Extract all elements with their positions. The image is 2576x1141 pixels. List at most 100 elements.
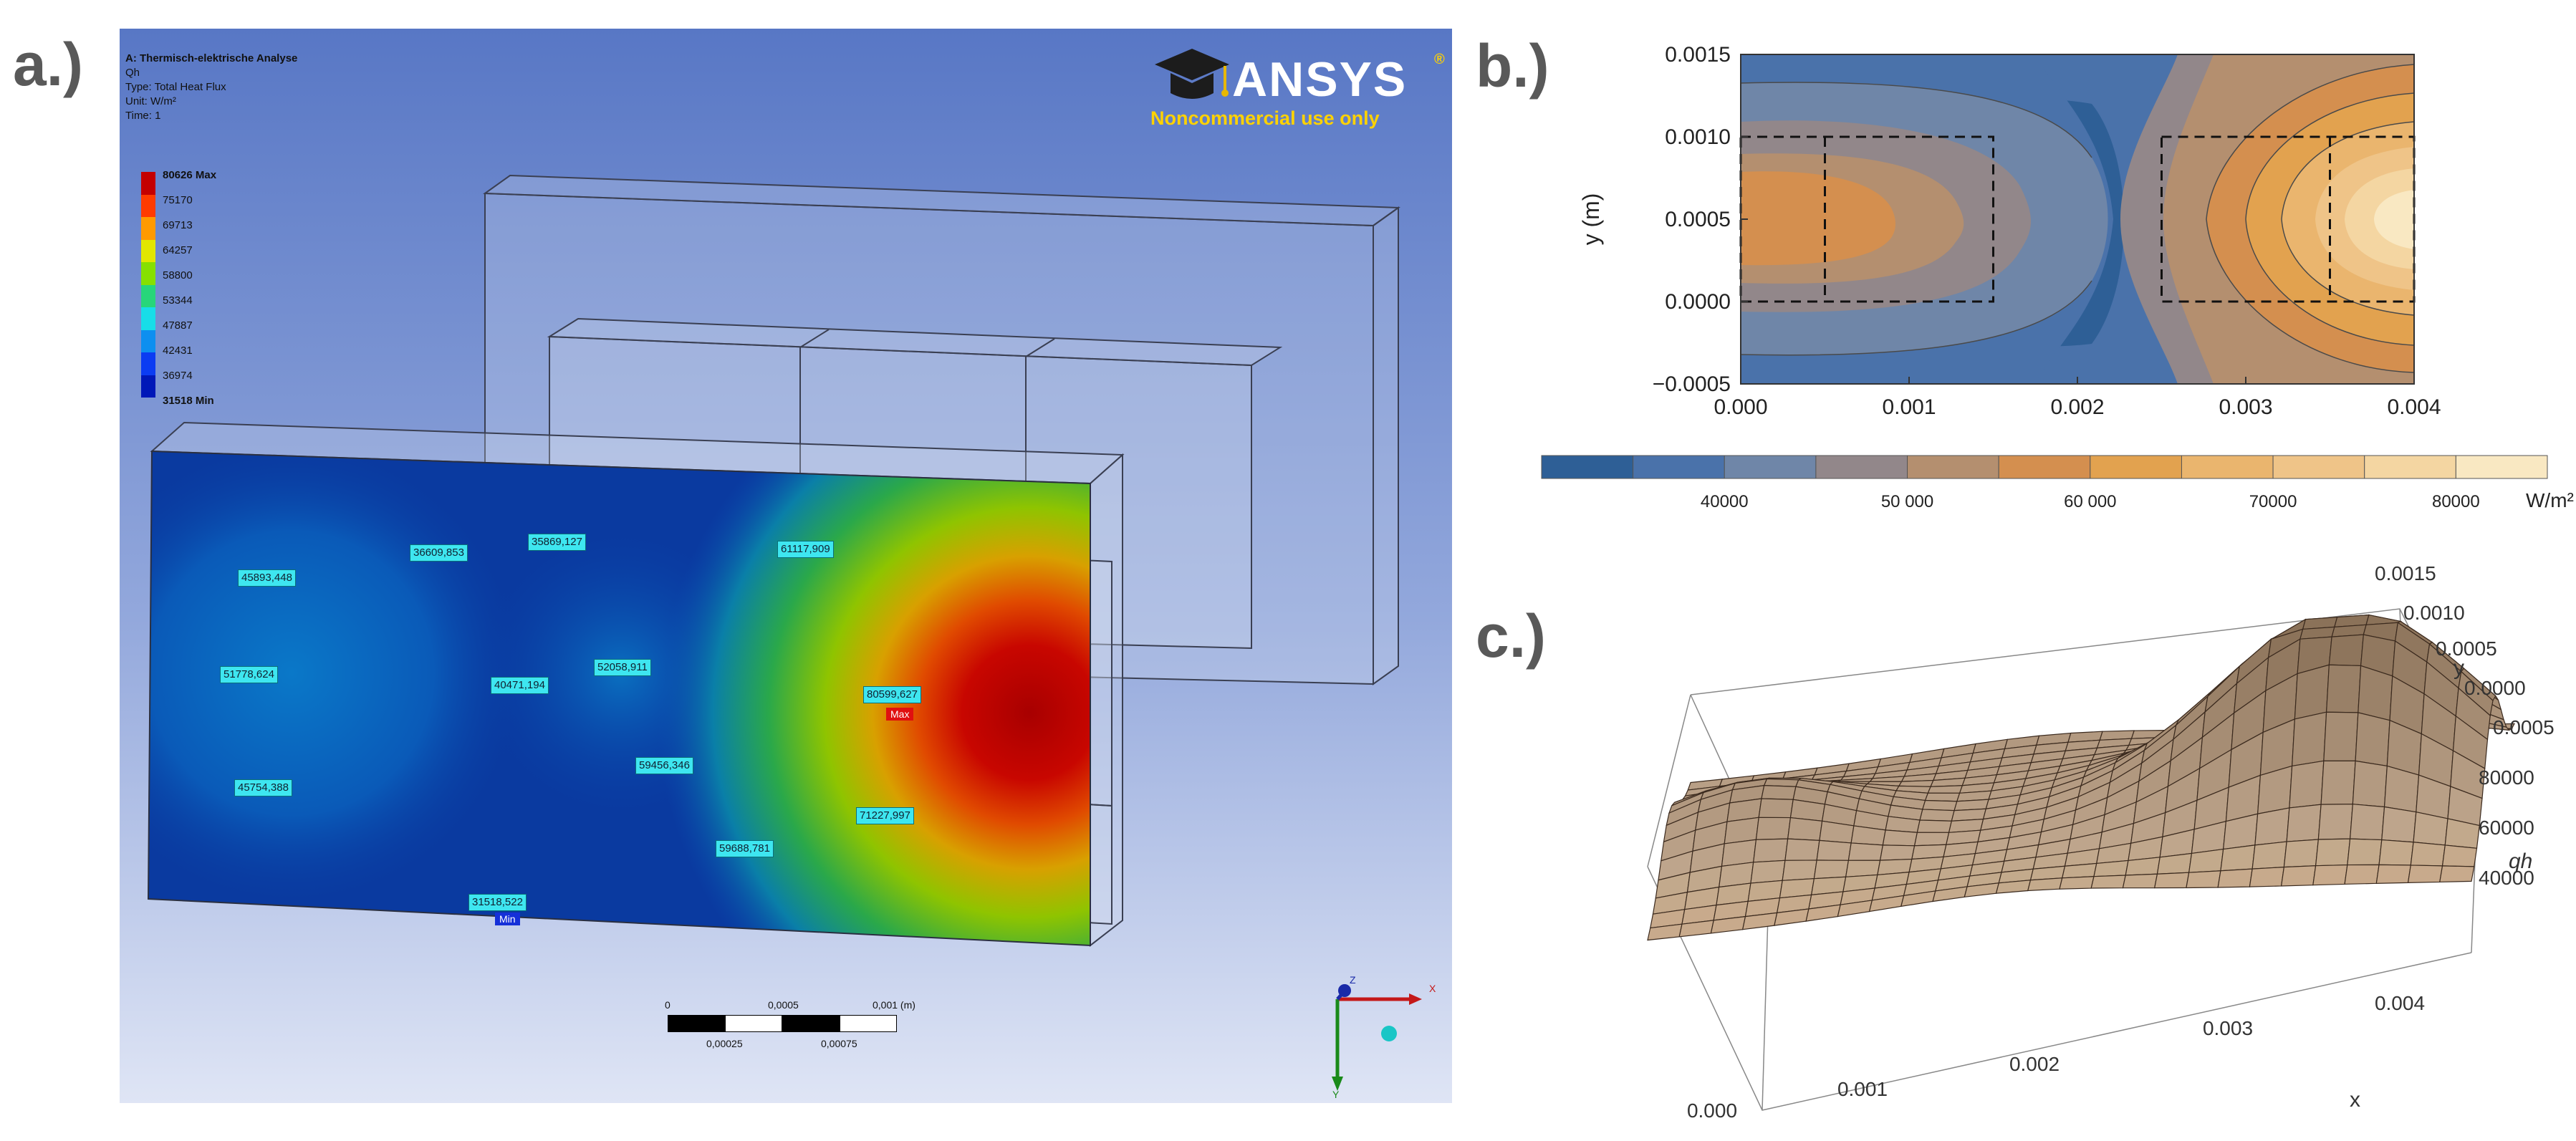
surface-z-axis-label: qh [2509, 849, 2532, 873]
surface-patch [1787, 817, 1823, 841]
surface-patch [1879, 844, 1916, 861]
colorbar-unit: W/m² [2526, 489, 2574, 511]
colorbar-swatch [1541, 455, 1634, 479]
surface-patch [2439, 865, 2475, 883]
scale-segment [668, 1015, 725, 1032]
viewport-graphics [120, 29, 1452, 1103]
colorbar-swatch [1998, 455, 2091, 479]
surface-patch [2061, 862, 2097, 879]
surface-patch [2320, 760, 2356, 805]
scale-bar: 0 0,0005 0,001 (m) 0,00025 0,00075 [665, 999, 926, 1056]
surface-y-tick-label: 0.0015 [2375, 562, 2436, 584]
heat-flux-plate [148, 451, 1090, 945]
legend-swatch [141, 217, 155, 240]
probe-label[interactable]: 35869,127 [528, 534, 586, 551]
probe-label[interactable]: 59688,781 [716, 840, 774, 857]
ansys-logo: ANSYS ® Noncommercial use only [1148, 36, 1448, 129]
probe-label[interactable]: 61117,909 [777, 541, 834, 558]
legend-swatch [141, 239, 155, 262]
scale-segment [840, 1015, 897, 1032]
surface-patch [2188, 848, 2224, 873]
scale-label-0-00025: 0,00025 [706, 1038, 743, 1049]
surface-patch [2027, 877, 2063, 892]
legend-value: 47887 [163, 319, 193, 332]
surface-patch [2090, 875, 2126, 889]
y-tick-label: −0.0005 [1653, 372, 1731, 396]
legend-value: 53344 [163, 294, 193, 307]
legend-value: 36974 [163, 370, 193, 382]
result-type: Type: Total Heat Flux [125, 81, 226, 93]
legend-value: 69713 [163, 219, 193, 231]
probe-label[interactable]: 45893,448 [238, 569, 296, 587]
surface-patch [1913, 832, 1950, 847]
surface-patch [2122, 873, 2158, 889]
max-tag: Max [886, 708, 914, 721]
colorbar-tick-label: 80000 [2432, 492, 2480, 511]
surface-patch [1753, 838, 1789, 863]
coordinate-triad [1332, 984, 1422, 1091]
surface-patch [1916, 819, 1953, 833]
surface-patch [2186, 870, 2221, 889]
colorbar-swatch [1907, 455, 1999, 479]
surface-mesh [1647, 614, 2516, 941]
probe-label[interactable]: 36609,853 [410, 544, 468, 562]
surface-patch [2254, 807, 2290, 846]
ansys-wordmark: ANSYS [1232, 52, 1408, 107]
probe-label[interactable]: 80599,627 [863, 686, 921, 703]
y-tick-label: 0.0015 [1665, 43, 1731, 67]
surface-patch [2381, 806, 2417, 843]
scale-label-0: 0 [665, 999, 671, 1011]
graduation-cap-icon [1155, 49, 1229, 99]
triad-label-x: X [1429, 983, 1436, 994]
surface-y-tick-label: 0.0005 [2436, 637, 2497, 660]
surface-patch [1847, 842, 1884, 861]
contour-fill [1741, 54, 2414, 384]
ansys-noncommercial-note: Noncommercial use only [1150, 107, 1380, 129]
surface-patch [2312, 864, 2348, 886]
probe-label[interactable]: 51778,624 [220, 666, 278, 683]
legend-swatch [141, 329, 155, 352]
legend-value: 75170 [163, 194, 193, 206]
surface-plot: 0.0000.0010.0020.0030.0040.00150.00100.0… [1647, 562, 2555, 1122]
probe-label[interactable]: 45754,388 [234, 779, 292, 796]
probe-label[interactable]: 59456,346 [635, 757, 693, 774]
surface-y-tick-label: 0.0000 [2464, 677, 2526, 699]
surface-patch [2093, 860, 2129, 877]
probe-label[interactable]: 52058,911 [594, 659, 651, 676]
probe-label[interactable]: 40471,194 [491, 677, 549, 694]
surface-patch [2283, 839, 2320, 868]
colorbar-swatch [2272, 455, 2365, 479]
surface-z-tick-label: 40000 [2479, 867, 2534, 889]
probe-label[interactable]: 71227,997 [856, 807, 914, 824]
ansys-viewport: A: Thermisch-elektrische Analyse Qh Type… [120, 29, 1452, 1103]
legend-swatch [141, 262, 155, 285]
legend-value: 64257 [163, 244, 193, 256]
surface-patch [2344, 864, 2380, 885]
colorbar-tick-label: 60 000 [2064, 492, 2116, 511]
surface-x-tick-label: 0.004 [2375, 992, 2425, 1014]
legend-value: 42431 [163, 345, 193, 357]
surface-patch [1927, 785, 1964, 794]
scale-label-0-0005: 0,0005 [768, 999, 799, 1011]
surface-patch [2325, 664, 2362, 713]
surface-patch [1750, 860, 1786, 884]
scale-label-0-001: 0,001 (m) [873, 999, 915, 1011]
surface-patch [2286, 804, 2322, 842]
surface-patch [2125, 857, 2161, 876]
surface-patch [2294, 664, 2330, 720]
surface-patch [1816, 839, 1852, 861]
legend-swatch [141, 375, 155, 398]
colorbar-swatch [1815, 455, 1908, 479]
surface-z-tick-label: 60000 [2479, 817, 2534, 839]
surface-patch [2375, 864, 2411, 884]
result-unit: Unit: W/m² [125, 95, 176, 107]
probe-label[interactable]: 31518,522 [468, 894, 527, 911]
surface-patch [2289, 760, 2325, 809]
surface-patch [2358, 665, 2393, 721]
surface-patch [2323, 711, 2359, 761]
colorbar-swatch [2455, 455, 2548, 479]
surface-patch [2347, 838, 2383, 866]
